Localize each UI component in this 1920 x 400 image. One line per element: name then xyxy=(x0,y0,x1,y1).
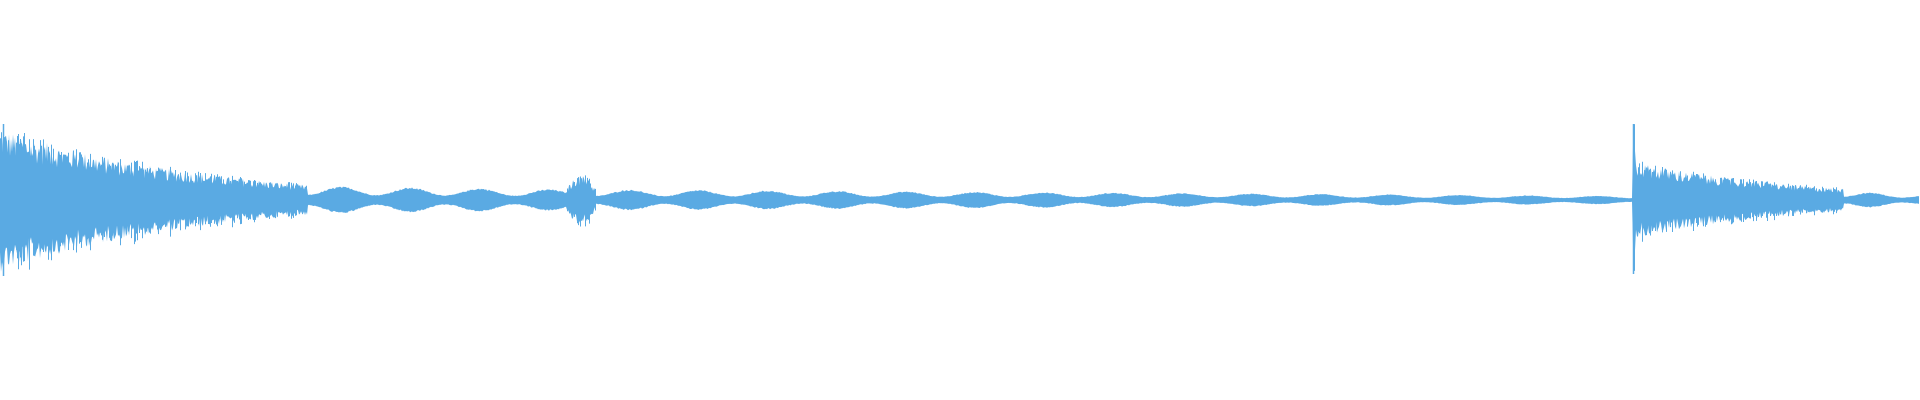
waveform-peaks xyxy=(0,124,1919,276)
waveform-body xyxy=(0,134,1919,272)
